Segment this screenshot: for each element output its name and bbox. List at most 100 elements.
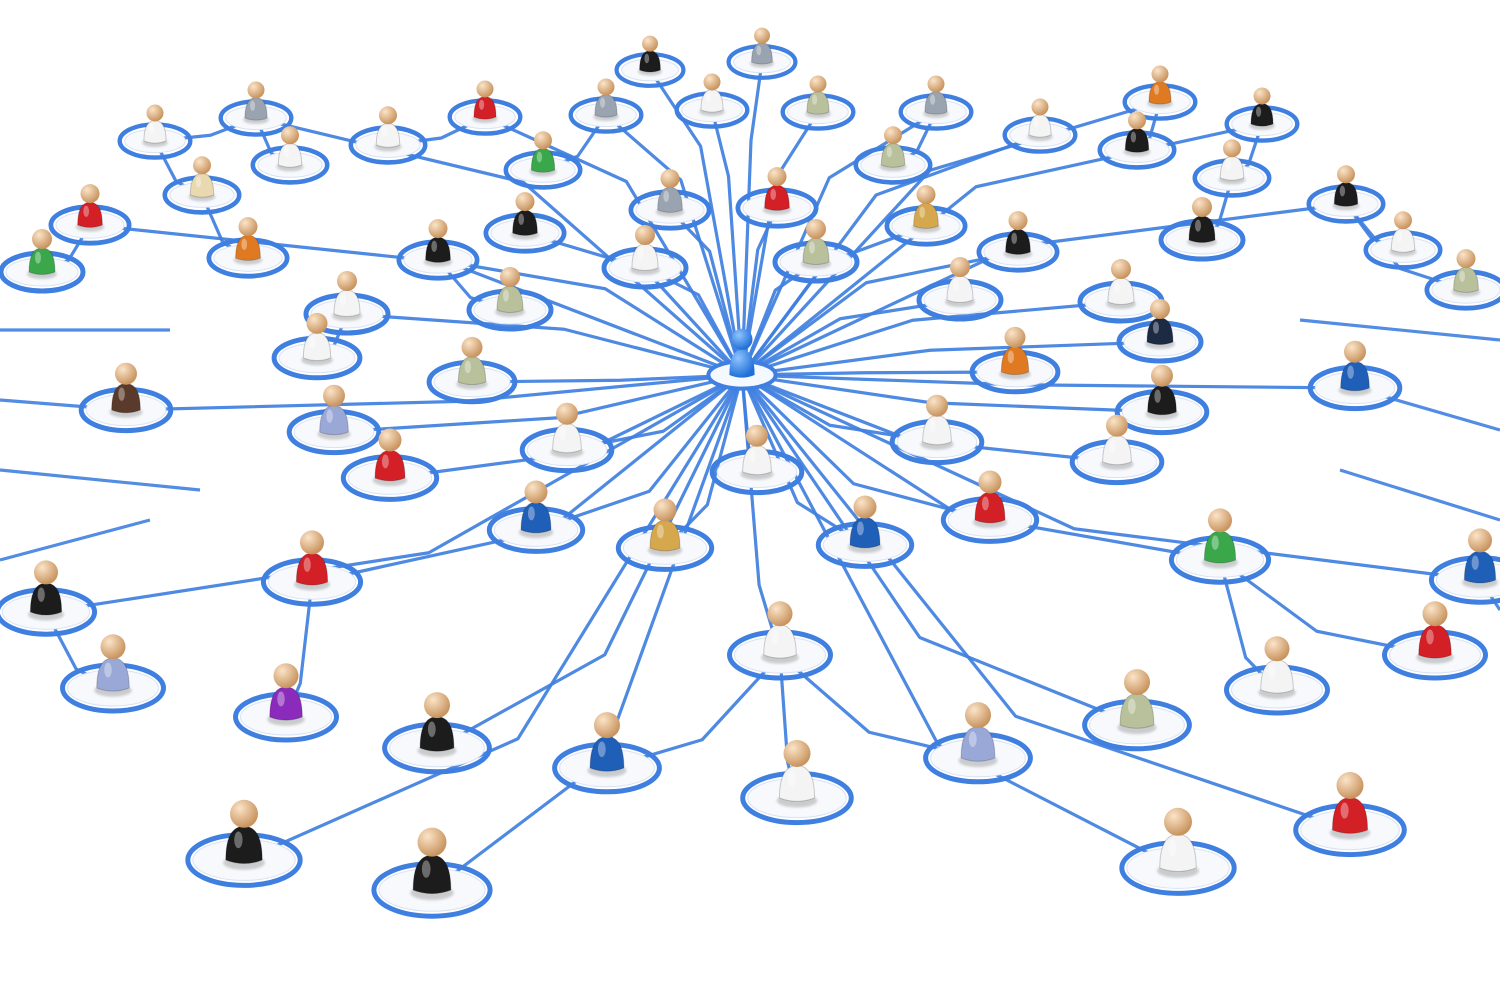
figurine-node (519, 402, 615, 474)
figurine-node (447, 80, 523, 136)
connection-line (740, 202, 1348, 377)
figurine-node (1069, 414, 1165, 486)
figurine-node (898, 75, 974, 131)
figurine-node (483, 192, 567, 254)
figurine-node (772, 219, 860, 284)
figurine-node (466, 267, 554, 332)
figurine-node (740, 739, 854, 826)
figurine-node (250, 126, 330, 185)
figurine-node (552, 712, 662, 795)
figurine-node (1192, 139, 1272, 198)
figurine-node (1119, 807, 1237, 896)
figurine-node (206, 217, 290, 279)
figurine-node (727, 601, 833, 681)
figurine-node (1002, 98, 1078, 154)
figurine-node (940, 470, 1040, 544)
figurine-node (0, 229, 86, 294)
figurine-node (615, 498, 715, 572)
figurine-node (1114, 364, 1210, 436)
connection-line (778, 653, 980, 760)
figurine-node (162, 156, 242, 215)
connection-line (0, 468, 201, 492)
figurine-node (1428, 528, 1500, 605)
figurine-node (371, 827, 493, 919)
figurine-node (348, 106, 428, 165)
connection-line (254, 116, 744, 377)
figurine-node (340, 428, 440, 502)
connection-line (470, 373, 744, 384)
figurine-node (923, 702, 1033, 785)
figurine-node (218, 81, 294, 137)
connection-line (1339, 468, 1500, 522)
connection-line (0, 518, 151, 562)
figurine-node (1122, 65, 1198, 121)
connection-line (436, 258, 744, 377)
figurine-node (1077, 259, 1165, 324)
connection-line (740, 373, 1482, 582)
connection-line (710, 108, 744, 377)
connection-line (740, 300, 1123, 377)
figurine-node (1168, 508, 1272, 585)
figurine-node (1424, 249, 1500, 311)
figurine-node (426, 336, 518, 405)
figurine-node (1382, 601, 1488, 681)
connection-line (668, 208, 744, 377)
figurine-node (1116, 299, 1204, 364)
figurine-node (780, 75, 856, 131)
figurine-node (628, 169, 712, 231)
connection-line (740, 373, 1139, 727)
connection-line (44, 373, 744, 614)
figurine-node (884, 185, 968, 247)
figurine-node (1306, 165, 1386, 224)
connection-line (740, 373, 1164, 414)
figurine-node (286, 384, 382, 456)
figurine-node (1097, 111, 1177, 170)
figurine-node (486, 480, 586, 554)
figurine-node (916, 257, 1004, 322)
figurine-node (396, 219, 480, 281)
figurine-node (969, 326, 1061, 395)
figurine-node (303, 271, 391, 336)
figurine-node (601, 225, 689, 290)
connection-line (740, 60, 764, 377)
figurine-node (1082, 669, 1192, 752)
connection-line (604, 113, 744, 377)
figurine-node (889, 394, 985, 466)
figurine-node (815, 495, 915, 569)
figurine-node (271, 312, 363, 381)
connection-line (242, 373, 744, 862)
figurine-node (614, 35, 686, 88)
figurine-node (726, 27, 798, 80)
connection-line (740, 340, 1162, 377)
figurine-node (1307, 340, 1403, 412)
connection-line (435, 373, 744, 750)
connection-line (740, 373, 992, 522)
figurine-node (185, 799, 303, 888)
figurine-node (853, 126, 933, 185)
figurine-node (709, 424, 805, 496)
figurine-node (48, 184, 132, 246)
connection-line (740, 370, 1017, 377)
connection-line (1299, 318, 1500, 342)
figurine-node (976, 211, 1060, 273)
figurine-node (382, 692, 492, 775)
figurine-node (503, 131, 583, 190)
figurine-nodes (0, 27, 1500, 919)
figurine-node (117, 104, 193, 160)
figurine-node (0, 560, 98, 637)
connection-line (345, 312, 744, 377)
connection-line (740, 373, 1352, 832)
figurine-node (568, 78, 644, 134)
figurine-node (1363, 211, 1443, 270)
figurine-node (1224, 87, 1300, 143)
figurine-node (260, 530, 364, 607)
hub-figurine (706, 328, 778, 391)
figurine-node (1224, 636, 1330, 716)
connection-line (605, 653, 782, 770)
connection-line (483, 115, 744, 377)
figurine-node (233, 663, 339, 743)
figurine-node (674, 73, 750, 129)
figurine-node (78, 362, 174, 434)
